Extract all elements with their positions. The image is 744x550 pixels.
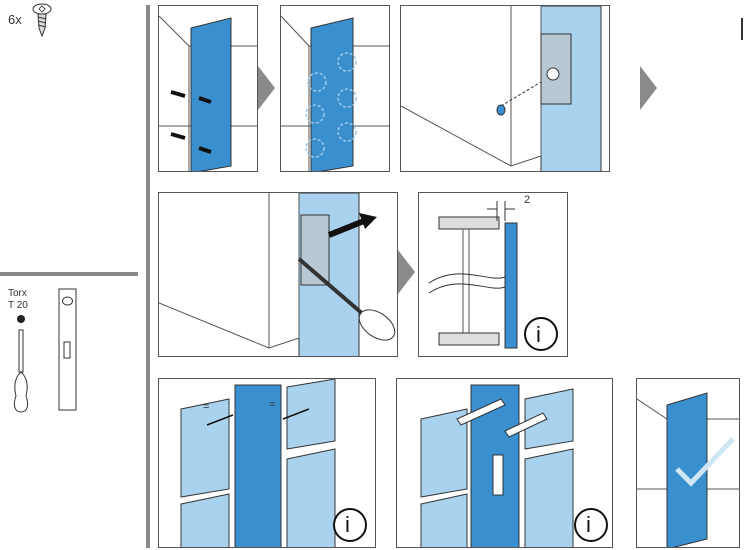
checkmark-icon (675, 437, 735, 487)
step-arrow-2 (640, 66, 657, 110)
step-arrow-3 (398, 250, 415, 294)
screw-icon (32, 3, 52, 38)
step-panel-2 (280, 5, 390, 172)
equal-mark-1: = (203, 401, 210, 413)
page-edge-mark (741, 18, 743, 40)
spirit-level-icon (58, 288, 77, 411)
step-panel-8 (636, 378, 740, 548)
step-panel-4 (158, 192, 398, 357)
screwdriver-icon (13, 315, 29, 413)
torx-label: Torx (8, 288, 27, 299)
screw-count: 6x (8, 12, 22, 27)
step-panel-5: 2 i (418, 192, 568, 357)
info-icon: i (586, 512, 591, 537)
step-panel-7: i (396, 378, 613, 548)
section-divider (0, 272, 138, 276)
step-panel-3 (400, 5, 610, 172)
vertical-divider (146, 5, 150, 548)
gap-measure-label: 2 (524, 194, 531, 206)
equal-mark-2: = (269, 399, 276, 411)
info-icon: i (536, 322, 541, 347)
step-panel-6: = = i (158, 378, 376, 548)
step-panel-1 (158, 5, 258, 172)
info-icon: i (345, 512, 350, 537)
step-arrow-1 (258, 66, 275, 110)
torx-size: T 20 (8, 300, 28, 311)
